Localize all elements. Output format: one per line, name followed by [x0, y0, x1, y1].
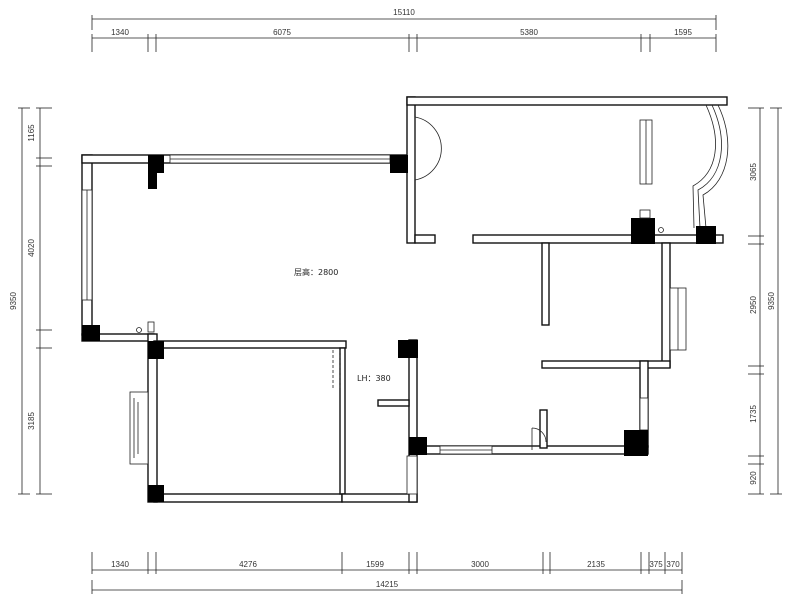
balcony-curve	[692, 104, 729, 229]
top-seg-2: 6075	[273, 28, 291, 37]
column-1	[148, 155, 164, 173]
top-seg-3: 5380	[520, 28, 538, 37]
column-2	[390, 155, 408, 173]
columns	[82, 155, 716, 502]
wall-bedroom-left	[147, 333, 158, 503]
bottom-dimension-chain: 1340 4276 1599 3000 2135 375 370 14215	[91, 552, 683, 594]
column-3	[82, 325, 100, 341]
windows	[81, 119, 687, 495]
wall-stub-upper	[414, 234, 436, 244]
top-seg-4: 1595	[674, 28, 692, 37]
wall-right-mid	[661, 242, 671, 368]
column-4	[148, 341, 164, 359]
column-7	[148, 485, 164, 502]
bottom-seg-7: 370	[666, 560, 680, 569]
top-seg-1: 1340	[111, 28, 129, 37]
wall-bedroom-right	[339, 347, 346, 495]
bottom-seg-5: 2135	[587, 560, 605, 569]
balcony-curve-outer	[702, 104, 729, 229]
wall-right-block-left	[406, 96, 416, 244]
wall-divider-vertical	[541, 242, 550, 326]
bottom-seg-4: 3000	[471, 560, 489, 569]
top-dimension-chain: 15110 1340 6075 5380 1595	[91, 8, 717, 52]
column-10	[624, 430, 648, 456]
wall-right-block-top	[406, 96, 728, 106]
outlet-symbol-right	[658, 227, 664, 233]
wall-mid-horizontal	[541, 360, 671, 369]
column-1b	[148, 173, 157, 189]
bottom-seg-3: 1599	[366, 560, 384, 569]
bottom-seg-1: 1340	[111, 560, 129, 569]
wall-bedroom-top	[153, 340, 347, 349]
door-swing-bath	[531, 427, 547, 443]
wall-stub-middle	[377, 399, 410, 407]
column-6	[409, 437, 427, 455]
pillar-stub	[147, 321, 155, 333]
lh-label: LH：380	[357, 374, 391, 383]
left-seg-3: 3185	[27, 412, 36, 430]
wall-bedroom-bottom	[153, 493, 343, 503]
bottom-seg-2: 4276	[239, 560, 257, 569]
window-bath	[639, 397, 649, 431]
left-dimension-chain: 9350 1165 4020 3185	[9, 107, 52, 495]
ceiling-height-label: 层高：2800	[294, 267, 338, 277]
column-5	[398, 340, 418, 358]
bottom-total-dim: 14215	[376, 580, 399, 589]
door-swing-top	[414, 116, 442, 181]
column-8-cap	[639, 209, 651, 219]
right-seg-3: 1735	[749, 405, 758, 423]
wall-bath-stub	[539, 409, 548, 449]
wall-divider-horizontal	[472, 234, 724, 244]
right-dimension-chain: 9350 3065 2950 1735 920	[748, 107, 782, 495]
doors	[332, 116, 547, 450]
left-seg-2: 4020	[27, 239, 36, 257]
left-seg-1: 1165	[27, 124, 36, 142]
window-bedroom-left	[129, 391, 149, 465]
bottom-seg-6: 375	[649, 560, 663, 569]
right-seg-1: 3065	[749, 163, 758, 181]
right-seg-4: 920	[749, 471, 758, 485]
outlet-symbol-left	[136, 327, 142, 333]
right-seg-2: 2950	[749, 296, 758, 314]
wall-bottom-middle	[341, 493, 418, 503]
right-total-dim: 9350	[767, 292, 776, 310]
top-total-dim: 15110	[393, 8, 415, 17]
left-total-dim: 9350	[9, 292, 18, 310]
column-9	[696, 226, 716, 244]
window-lower-middle	[406, 455, 418, 495]
column-8	[631, 218, 655, 244]
